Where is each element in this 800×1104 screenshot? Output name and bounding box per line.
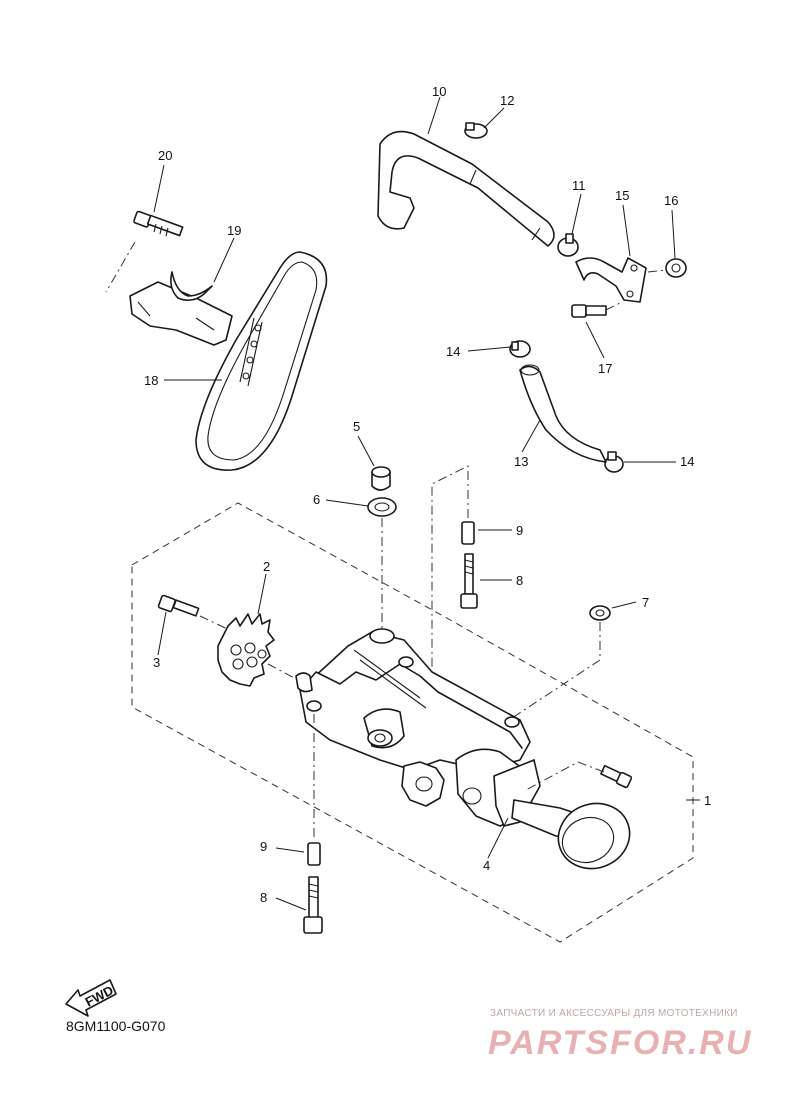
callout-5: 5 xyxy=(353,419,360,434)
callout-10: 10 xyxy=(432,84,446,99)
fwd-label: FWD xyxy=(83,982,116,1009)
strainer-bolt[interactable] xyxy=(600,764,633,789)
oil-pump-body[interactable] xyxy=(295,628,541,827)
callout-20: 20 xyxy=(158,148,172,163)
part-6-seal[interactable] xyxy=(367,497,397,517)
watermark-tagline: ЗАПЧАСТИ И АКСЕССУАРЫ ДЛЯ МОТОТЕХНИКИ xyxy=(490,1008,738,1019)
callout-19: 19 xyxy=(227,223,241,238)
callout-15: 15 xyxy=(615,188,629,203)
part-20-bolt[interactable] xyxy=(133,210,184,237)
part-14-clamp-lower[interactable] xyxy=(604,451,624,473)
callout-17: 17 xyxy=(598,361,612,376)
callout-4: 4 xyxy=(483,858,490,873)
callout-3: 3 xyxy=(153,655,160,670)
part-10-hose[interactable] xyxy=(377,130,555,247)
part-13-hose[interactable] xyxy=(519,364,607,463)
oil-strainer[interactable] xyxy=(511,794,639,879)
callout-6: 6 xyxy=(313,492,320,507)
part-18-chain[interactable] xyxy=(195,251,328,471)
part-15-fitting[interactable] xyxy=(575,257,647,303)
part-9-dowel-lower[interactable] xyxy=(307,842,321,866)
part-5-collar[interactable] xyxy=(371,466,391,491)
callout-8-upper: 8 xyxy=(516,573,523,588)
callout-14-upper: 14 xyxy=(446,344,460,359)
callout-2: 2 xyxy=(263,559,270,574)
callout-13: 13 xyxy=(514,454,528,469)
callout-16: 16 xyxy=(664,193,678,208)
part-19-chain-guide[interactable] xyxy=(129,271,233,346)
part-8-bolt-upper[interactable] xyxy=(460,553,478,609)
part-7-washer[interactable] xyxy=(589,605,611,621)
callout-11: 11 xyxy=(572,178,586,193)
part-8-bolt-lower[interactable] xyxy=(303,876,323,934)
callout-14-lower: 14 xyxy=(680,454,694,469)
watermark-brand: PARTSFOR.RU xyxy=(488,1024,753,1062)
callout-7: 7 xyxy=(642,595,649,610)
part-16-seal[interactable] xyxy=(665,258,687,278)
diagram-code: 8GM1100-G070 xyxy=(66,1018,166,1034)
part-3-bolt[interactable] xyxy=(157,594,200,617)
part-14-clamp-upper[interactable] xyxy=(509,340,531,358)
callout-9-lower: 9 xyxy=(260,839,267,854)
part-12-clamp[interactable] xyxy=(464,122,488,139)
callout-9-upper: 9 xyxy=(516,523,523,538)
part-2-gear[interactable] xyxy=(217,613,275,687)
callout-1: 1 xyxy=(704,793,711,808)
part-17-bolt[interactable] xyxy=(571,304,607,318)
callout-18: 18 xyxy=(144,373,158,388)
part-11-clamp[interactable] xyxy=(557,233,579,257)
fwd-arrow-icon: FWD xyxy=(65,979,117,1017)
part-9-dowel-upper[interactable] xyxy=(461,521,475,545)
assembly-boundary xyxy=(131,502,694,943)
callout-12: 12 xyxy=(500,93,514,108)
callout-8-lower: 8 xyxy=(260,890,267,905)
